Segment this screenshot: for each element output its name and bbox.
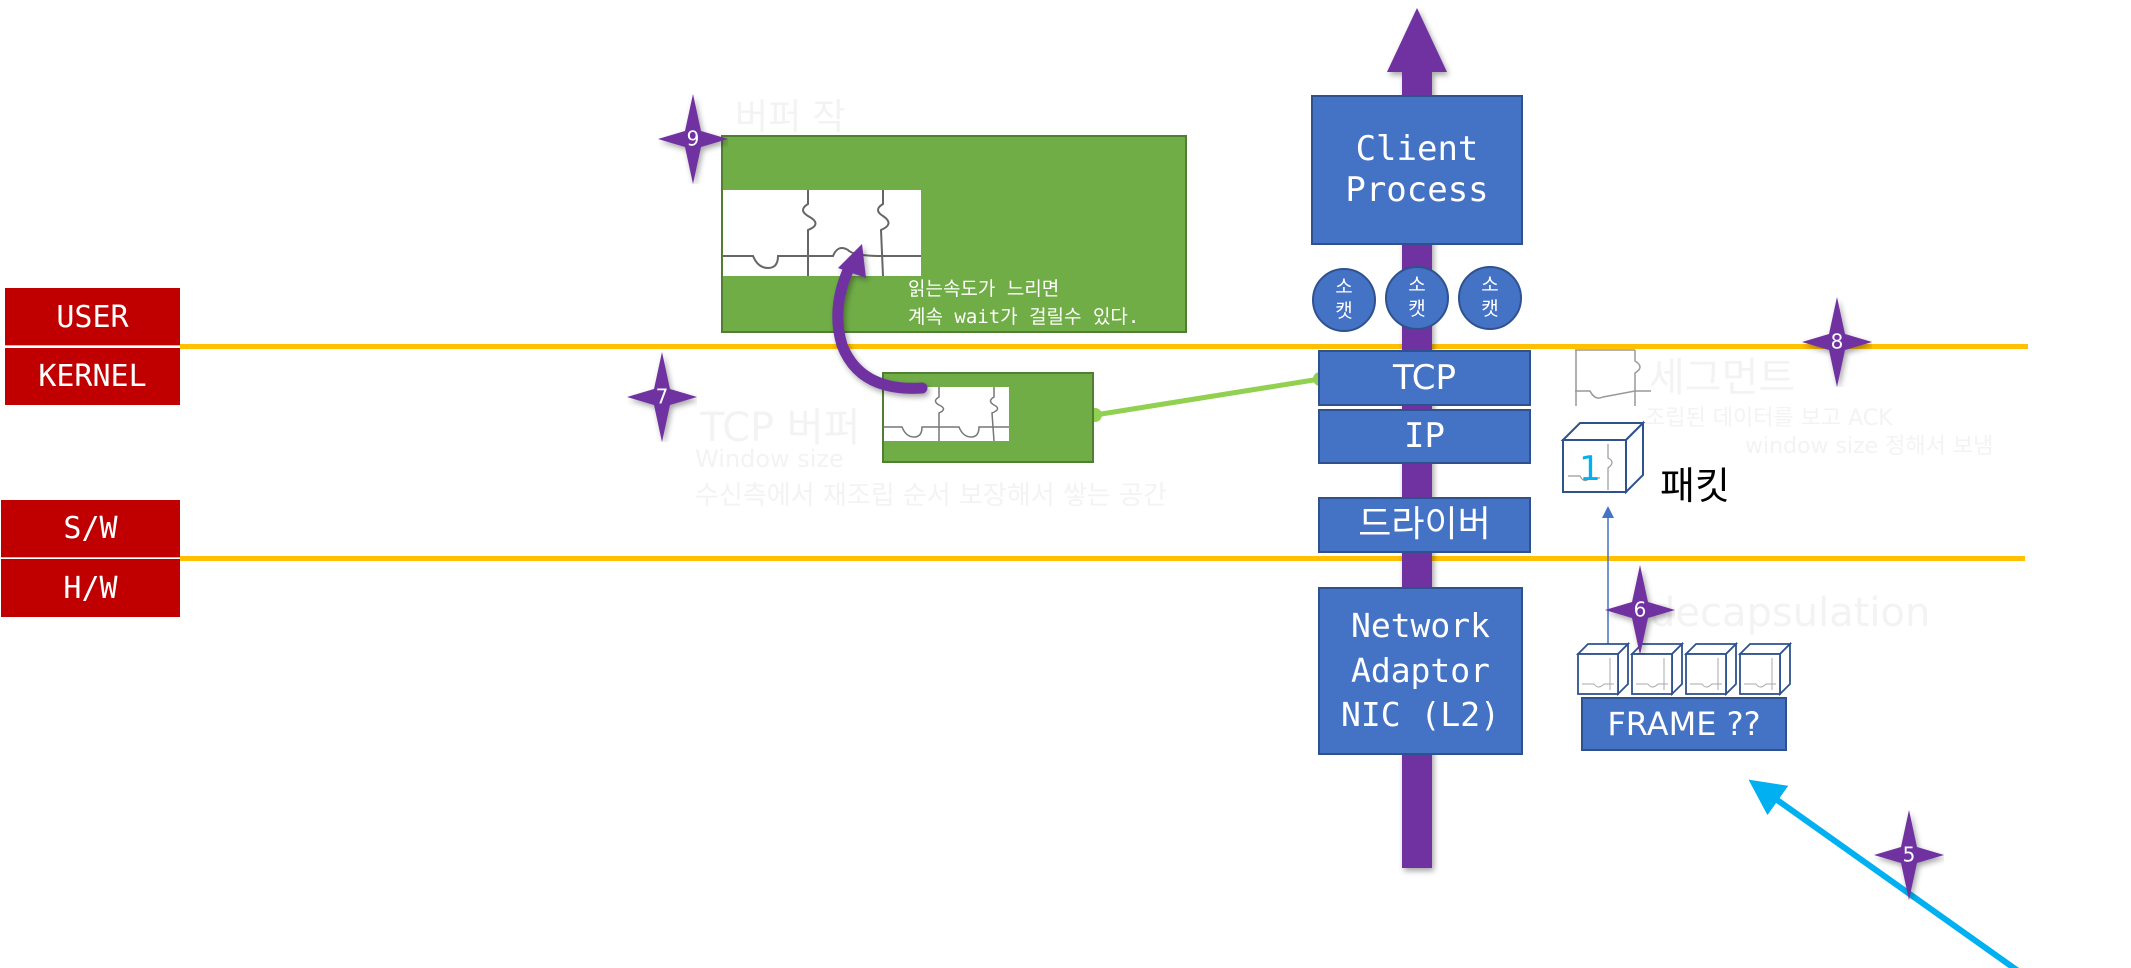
socket-1: 소 캣 <box>1312 268 1376 332</box>
tcp-buffer-connector <box>1094 376 1321 418</box>
ghost-text-window-size: Window size <box>695 445 844 473</box>
layer-software-text: S/W <box>63 511 118 546</box>
driver-layer-box: 드라이버 <box>1318 497 1531 553</box>
star-icon <box>627 352 697 442</box>
ghost-text-buffer: 버퍼 작 <box>735 97 846 138</box>
client-process-line1: Client <box>1355 129 1479 170</box>
star-icon <box>1802 297 1872 387</box>
nic-line3: NIC (L2) <box>1341 695 1500 735</box>
ghost-text-segment: 세그먼트 <box>1648 355 1796 401</box>
tcp-label: TCP <box>1392 357 1457 398</box>
step-marker-8-number: 8 <box>1830 329 1844 354</box>
client-process-line2: Process <box>1345 170 1489 210</box>
star-icon <box>1874 810 1944 900</box>
step-marker-6: 6 <box>1605 565 1675 655</box>
layer-label-hardware: H/W <box>1 559 180 617</box>
ip-label: IP <box>1404 416 1445 457</box>
socket-3: 소 캣 <box>1458 266 1522 330</box>
socket-2-line1: 소 <box>1408 274 1426 297</box>
socket-1-line1: 소 <box>1335 276 1353 299</box>
kernel-buffer-puzzle-image <box>884 387 1009 441</box>
step-marker-9-number: 9 <box>686 126 700 151</box>
ghost-text-decapsulation: decapsulation <box>1650 590 1931 636</box>
nic-line1: Network <box>1350 606 1491 646</box>
layer-label-user: USER <box>5 288 180 346</box>
packet-label: 패킷 <box>1660 464 1730 508</box>
packet-cube-icon: 1 <box>1560 420 1646 495</box>
sw-hw-boundary-line <box>180 556 2025 561</box>
socket-2: 소 캣 <box>1385 266 1449 330</box>
socket-3-line2: 캣 <box>1481 298 1499 320</box>
step-marker-9: 9 <box>658 94 728 184</box>
socket-1-line2: 캣 <box>1335 300 1353 322</box>
layer-kernel-text: KERNEL <box>38 359 147 394</box>
frame-box: FRAME ?? <box>1581 697 1787 751</box>
step-marker-5: 5 <box>1874 810 1944 900</box>
frame-label: FRAME ?? <box>1607 704 1761 743</box>
step-marker-6-number: 6 <box>1633 597 1647 622</box>
step-marker-5-number: 5 <box>1902 842 1916 867</box>
puzzle-pieces-icon <box>723 190 921 276</box>
packet-number: 1 <box>1579 449 1601 489</box>
driver-label: 드라이버 <box>1358 504 1491 546</box>
socket-3-line1: 소 <box>1481 274 1499 297</box>
user-kernel-boundary-line <box>180 344 2028 349</box>
frame-cube-4 <box>1737 642 1793 697</box>
ghost-text-window-send: window size 정해서 보냄 <box>1745 434 1994 459</box>
client-process-box: Client Process <box>1311 95 1523 245</box>
slow-read-note-line1: 읽는속도가 느리면 <box>908 278 1060 300</box>
user-kernel-divider <box>5 345 180 346</box>
ghost-text-reassembly: 수신측에서 재조립 순서 보장해서 쌓는 공간 <box>695 481 1167 511</box>
star-icon <box>658 94 728 184</box>
step-marker-8: 8 <box>1802 297 1872 387</box>
nic-line2: Adaptor <box>1350 650 1491 690</box>
sw-hw-divider <box>1 557 180 558</box>
step-marker-7-number: 7 <box>655 384 669 409</box>
frame-cube-3 <box>1683 642 1739 697</box>
layer-user-text: USER <box>56 299 129 335</box>
tcp-layer-box: TCP <box>1318 350 1531 406</box>
data-flow-arrowhead <box>1387 8 1447 72</box>
slow-read-note-line2: 계속 wait가 걸릴수 있다. <box>908 305 1140 328</box>
layer-hardware-text: H/W <box>63 570 118 606</box>
puzzle-pieces-icon <box>1575 349 1651 406</box>
layer-label-software: S/W <box>1 500 180 557</box>
ghost-text-ack: 조립된 데이터를 보고 ACK <box>1645 406 1893 431</box>
nic-box: Network Adaptor NIC (L2) <box>1318 587 1523 755</box>
user-buffer-puzzle-image <box>723 190 921 276</box>
puzzle-pieces-icon <box>884 387 1009 441</box>
incoming-data-arrow <box>1748 779 2020 968</box>
ghost-text-tcp-buffer: TCP 버퍼 <box>700 405 861 451</box>
layer-label-kernel: KERNEL <box>5 348 180 405</box>
frame-cubes-icon <box>1576 642 1793 697</box>
slow-read-note: 읽는속도가 느리면 계속 wait가 걸릴수 있다. <box>908 276 1139 331</box>
ip-layer-box: IP <box>1318 409 1531 464</box>
segment-puzzle-image <box>1575 349 1651 406</box>
step-marker-7: 7 <box>627 352 697 442</box>
star-icon <box>1605 565 1675 655</box>
socket-2-line2: 캣 <box>1408 298 1426 320</box>
